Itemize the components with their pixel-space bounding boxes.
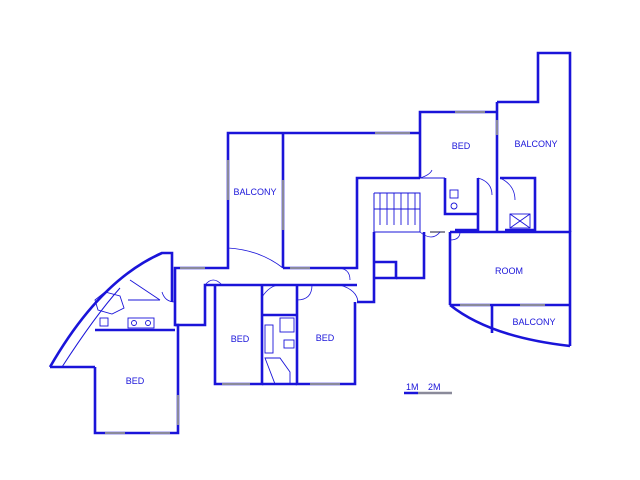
wall-bed-bl [93, 323, 180, 435]
wall-room [450, 230, 572, 346]
wall-stair-box [373, 192, 421, 233]
wall-right-tower [497, 51, 572, 232]
door-bed-center-right [296, 284, 313, 301]
label-bed-top: BED [452, 141, 471, 151]
label-bed-bottom-left: BED [126, 376, 145, 386]
wall-bath-tr2 [455, 178, 480, 232]
toilet-tr [449, 189, 459, 199]
walls [48, 51, 572, 435]
wall-left-curve-inner [61, 287, 121, 368]
door-bed-center-right-2 [339, 284, 359, 303]
vanity-center [264, 324, 274, 354]
door-bath-tr [477, 177, 493, 196]
staircase [374, 193, 420, 225]
wall-stair-side [396, 232, 426, 280]
doors [161, 169, 516, 303]
scale-bar: 1M 2M [404, 382, 452, 395]
door-bed-top [419, 169, 433, 179]
wall-left-sw [173, 283, 357, 327]
windows [105, 111, 545, 434]
toilet-center [283, 339, 295, 349]
basin-tr [450, 202, 458, 210]
bath-tub-left [94, 291, 125, 315]
room-labels: BALCONY BED BALCONY ROOM BALCONY BED BED… [126, 139, 558, 386]
wall-bath-closet [500, 176, 537, 232]
scale-label-1m: 1M [406, 382, 419, 392]
wall-balcony-br-curve [449, 303, 571, 348]
door-stair [419, 231, 441, 238]
door-bed-center [261, 284, 281, 299]
wall-balcony-top [226, 131, 420, 248]
label-room: ROOM [495, 266, 523, 276]
door-mid [336, 267, 351, 281]
wall-stair-outer [357, 232, 376, 304]
shower-tr [509, 213, 531, 229]
label-balcony-left: BALCONY [233, 187, 276, 197]
door-balcony-arc [227, 247, 284, 269]
label-balcony-bottom-right: BALCONY [512, 317, 555, 327]
bath-center [264, 357, 291, 385]
vanity-left [127, 317, 155, 329]
door-room [449, 231, 461, 241]
wall-left-top [173, 248, 230, 302]
label-bed-center-right: BED [316, 333, 335, 343]
door-closet [499, 177, 516, 201]
wall-mid-step [283, 176, 420, 270]
toilet-left [99, 317, 109, 327]
label-balcony-top-right: BALCONY [514, 139, 557, 149]
door-left-wing [161, 291, 176, 303]
door-left [204, 279, 223, 286]
scale-label-2m: 2M [428, 382, 441, 392]
wall-bath-tr [443, 178, 478, 216]
wall-small-box [374, 260, 398, 280]
wall-left-curve [48, 251, 174, 368]
shower-center [279, 317, 295, 333]
fixtures [94, 189, 531, 385]
label-bed-center-left: BED [231, 334, 250, 344]
